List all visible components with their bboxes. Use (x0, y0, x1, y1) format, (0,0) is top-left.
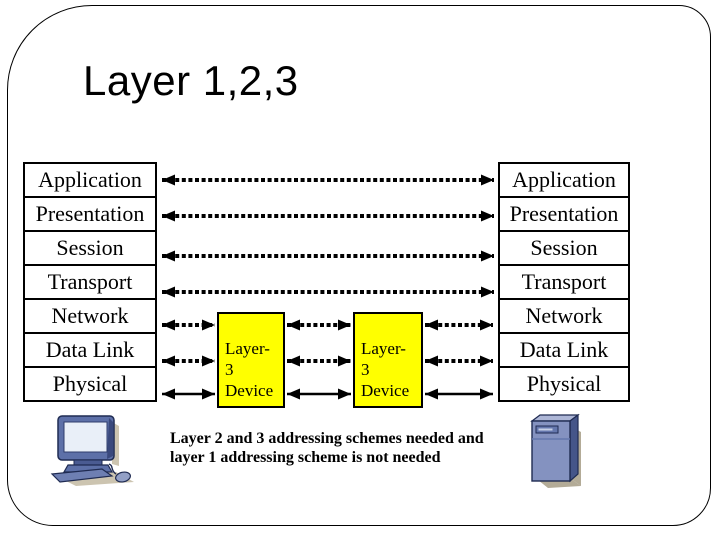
right-layer-transport: Transport (498, 264, 630, 300)
caption-line1: Layer 2 and 3 addressing schemes needed … (170, 430, 484, 447)
right-layer-session: Session (498, 230, 630, 266)
layer3-device-box-2: Layer- 3 Device (353, 312, 423, 408)
left-layer-data-link: Data Link (23, 332, 157, 368)
right-protocol-stack: Application Presentation Session Transpo… (498, 162, 630, 402)
left-layer-physical: Physical (23, 366, 157, 402)
device-label-line3: Device (361, 381, 410, 400)
left-layer-presentation: Presentation (23, 196, 157, 232)
right-layer-presentation: Presentation (498, 196, 630, 232)
right-layer-physical: Physical (498, 366, 630, 402)
left-layer-network: Network (23, 298, 157, 334)
caption: Layer 2 and 3 addressing schemes needed … (170, 429, 484, 467)
right-layer-data-link: Data Link (498, 332, 630, 368)
slide-frame (7, 5, 711, 526)
left-protocol-stack: Application Presentation Session Transpo… (23, 162, 157, 402)
page-title: Layer 1,2,3 (83, 57, 299, 104)
desktop-computer-icon (46, 414, 140, 493)
device-label-line2: 3 (225, 360, 234, 379)
right-layer-network: Network (498, 298, 630, 334)
device-label-line1: Layer- (225, 339, 270, 358)
device-label-line3: Device (225, 381, 274, 400)
device-label-line2: 3 (361, 360, 370, 379)
layer3-device-box-1: Layer- 3 Device (217, 312, 285, 408)
caption-line2: layer 1 addressing scheme is not needed (170, 449, 441, 466)
left-layer-transport: Transport (23, 264, 157, 300)
right-layer-application: Application (498, 162, 630, 198)
server-tower-icon (524, 412, 590, 495)
left-layer-application: Application (23, 162, 157, 198)
left-layer-session: Session (23, 230, 157, 266)
device-label-line1: Layer- (361, 339, 406, 358)
